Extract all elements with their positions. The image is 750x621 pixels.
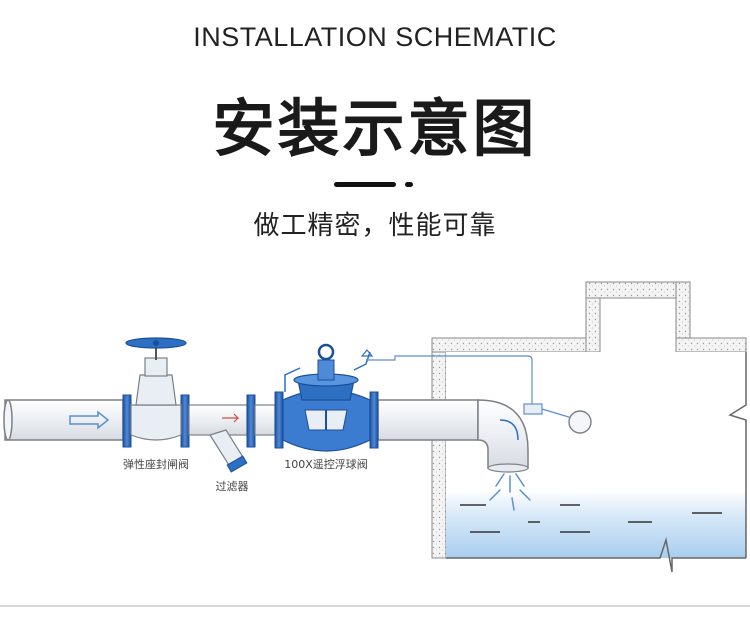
water-tank [431, 281, 747, 573]
label-filter: 过滤器 [216, 480, 249, 493]
divider-bar [334, 182, 396, 187]
water-surface-marks [460, 504, 722, 533]
float-ball-icon [568, 410, 592, 434]
float-control-valve [274, 343, 379, 452]
divider-dot [405, 182, 413, 187]
subtitle: 做工精密，性能可靠 [253, 211, 497, 241]
gate-valve [122, 337, 190, 448]
tank-wall-break [728, 352, 747, 558]
float-control-line [366, 355, 592, 434]
tank-floor-break [446, 537, 746, 573]
main-pipe [3, 399, 529, 473]
y-strainer [188, 394, 276, 473]
title-en: INSTALLATION SCHEMATIC [193, 22, 557, 52]
tank-water [446, 490, 746, 558]
spray-icon [489, 473, 531, 511]
label-float-valve: 100X遥控浮球阀 [284, 457, 368, 471]
label-gate-valve: 弹性座封闸阀 [123, 457, 189, 471]
bottom-rule [0, 605, 750, 607]
flow-arrow-icon [69, 410, 110, 430]
page-title: 安装示意图 [212, 92, 538, 165]
